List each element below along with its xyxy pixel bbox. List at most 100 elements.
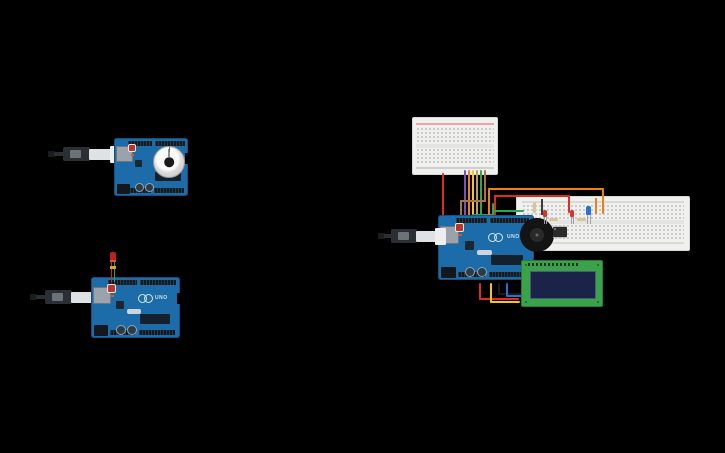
usb-cable-sheath [416, 231, 438, 242]
led-power-indicator [459, 234, 462, 236]
power-jack[interactable] [117, 184, 130, 194]
atmega-chip [140, 314, 170, 324]
usb-cable[interactable] [378, 225, 450, 247]
arduino-uno-board[interactable]: UNO [114, 138, 188, 196]
wire-orange-top-drop-right[interactable] [602, 188, 604, 214]
header-digital-low[interactable] [154, 188, 184, 193]
arduino-uno-board[interactable]: UNO [438, 215, 534, 280]
led-bulb [586, 206, 591, 215]
wire-red-power-left[interactable] [442, 173, 444, 225]
usb-lead [36, 295, 46, 299]
jumper-orange-breadboard[interactable] [595, 198, 597, 214]
wire-brown-1[interactable] [484, 170, 486, 202]
resistor-2[interactable] [549, 218, 558, 221]
wire-tan-1[interactable] [476, 170, 478, 218]
breadboard-holes-bottom[interactable] [415, 148, 495, 164]
usb-plug-detail [398, 232, 409, 240]
breadboard-rail-negative [415, 167, 495, 169]
wire-lcd-black[interactable] [498, 283, 500, 295]
usb-plug-detail [52, 293, 63, 301]
power-jack[interactable] [441, 267, 456, 278]
wire-lcd-blue-run[interactable] [506, 295, 522, 297]
voltage-regulator [116, 301, 124, 309]
usb-lead [384, 234, 392, 238]
atmega-chip [491, 255, 523, 265]
reset-button[interactable] [108, 285, 115, 292]
led-cathode-lead [114, 262, 115, 282]
lcd-pin-header[interactable] [528, 263, 578, 266]
wire-brown-1-drop[interactable] [460, 200, 462, 218]
reset-button[interactable] [456, 224, 463, 231]
header-digital[interactable] [490, 218, 529, 223]
wire-yellow-1[interactable] [472, 170, 474, 218]
wire-orange-top-drop-left[interactable] [488, 188, 490, 216]
header-digital-low[interactable] [139, 330, 175, 335]
wire-lcd-yellow[interactable] [490, 283, 492, 303]
wire-green-1[interactable] [480, 170, 482, 216]
wire-red-top-run[interactable] [494, 195, 570, 197]
wire-red-top-drop-left[interactable] [494, 195, 496, 219]
header-digital[interactable] [140, 280, 176, 285]
breadboard-center-gutter [522, 220, 684, 224]
header-power[interactable] [128, 141, 152, 146]
led-bulb [110, 252, 116, 261]
resistor-1[interactable] [533, 202, 536, 213]
led-leg-cathode [573, 217, 574, 224]
led-blue[interactable] [586, 206, 591, 224]
lcd-16x2-display[interactable] [521, 260, 603, 307]
wire-purple[interactable] [464, 170, 466, 217]
wire-green-2-rise[interactable] [492, 203, 494, 216]
wire-orange-1[interactable] [468, 170, 470, 218]
usb-port[interactable] [93, 287, 111, 304]
usb-tip [378, 233, 385, 239]
lcd-screw-tr [597, 264, 599, 266]
board-notch [177, 292, 180, 304]
led-red-2[interactable] [570, 210, 574, 224]
breadboard-rail-negative [522, 242, 684, 244]
usb-cable-sheath [71, 292, 95, 303]
usb-tip [30, 294, 37, 300]
capacitor-1 [116, 325, 126, 335]
led-bulb [570, 210, 574, 217]
jumper-black-vertical[interactable] [541, 199, 543, 215]
lcd-screen [530, 271, 596, 299]
wire-lcd-black-run[interactable] [498, 293, 522, 295]
group-led[interactable]: UNO [30, 252, 180, 342]
led-red-1[interactable] [543, 210, 547, 224]
arduino-uno-board[interactable]: UNO [91, 277, 180, 338]
wire-red-top-drop-right[interactable] [568, 195, 570, 213]
group-potentiometer[interactable]: UNO [48, 138, 188, 206]
red-led[interactable] [106, 252, 120, 282]
piezo-buzzer[interactable] [520, 218, 554, 252]
header-power[interactable] [456, 218, 487, 223]
potentiometer-knob[interactable] [153, 146, 185, 178]
ic-orientation-dot [554, 228, 556, 230]
wire-lcd-blue[interactable] [506, 283, 508, 297]
header-digital[interactable] [155, 141, 185, 146]
transistor-ic[interactable] [553, 227, 567, 237]
wire-lcd-yellow-run[interactable] [490, 301, 520, 303]
header-digital-low[interactable] [489, 272, 528, 277]
knob-center-cap [164, 157, 174, 167]
resistor-3[interactable] [577, 218, 586, 221]
wire-green-long-run[interactable] [494, 210, 524, 212]
power-jack[interactable] [94, 325, 108, 336]
capacitor-1 [135, 183, 144, 192]
small-breadboard[interactable] [412, 117, 498, 175]
breadboard-holes-top[interactable] [415, 127, 495, 143]
wire-purple-leg[interactable] [464, 209, 466, 219]
board-silk-uno: UNO [155, 295, 168, 301]
lcd-screw-tl [525, 264, 527, 266]
wire-orange-top-run[interactable] [488, 188, 604, 190]
group-main-circuit[interactable]: UNO [378, 100, 710, 315]
header-power[interactable] [108, 280, 137, 285]
arduino-logo-right [494, 233, 503, 242]
reset-button[interactable] [129, 145, 135, 151]
wire-lcd-red[interactable] [479, 283, 481, 300]
wire-lcd-red-run[interactable] [479, 298, 519, 300]
wire-brown-1-bend[interactable] [460, 200, 486, 202]
led-resistor-band [110, 266, 116, 269]
lcd-screw-bl [525, 301, 527, 303]
led-leg-anode [544, 217, 545, 224]
